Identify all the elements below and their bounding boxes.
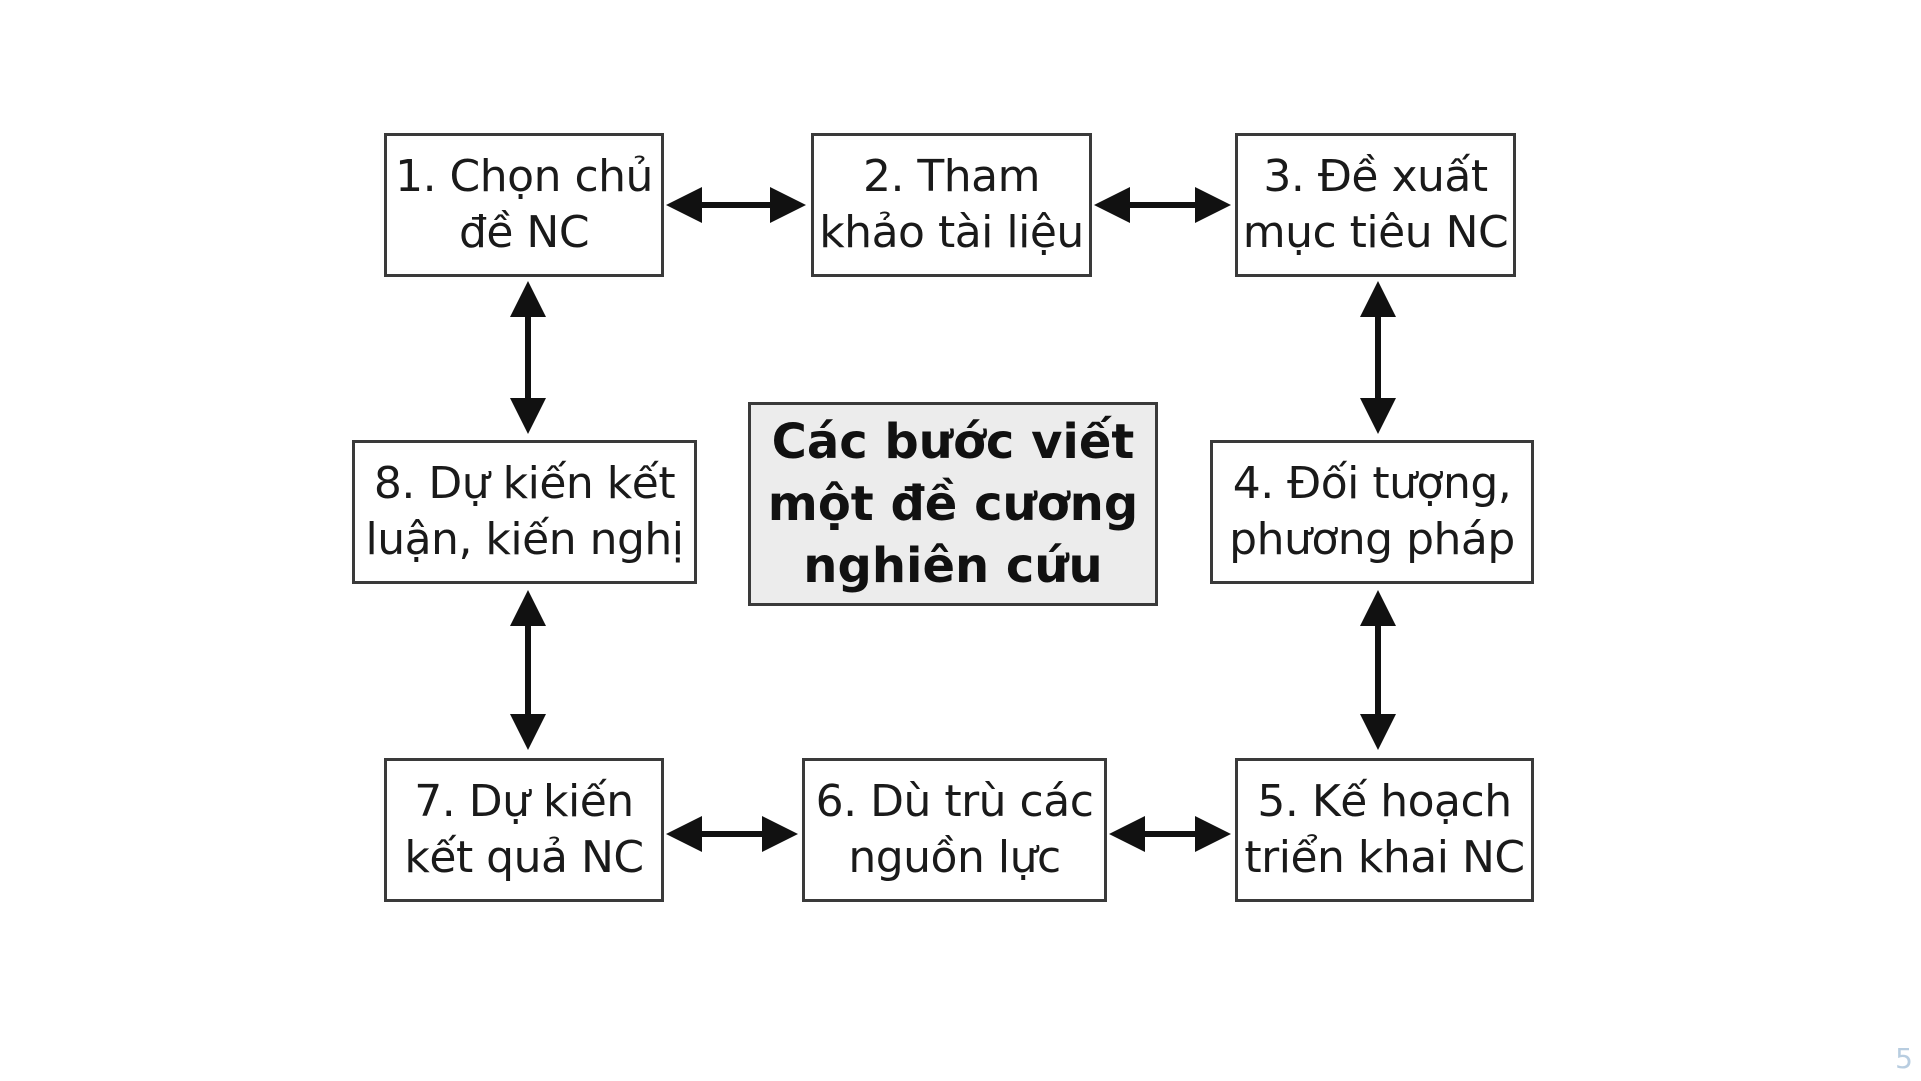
slide-number: 5: [1895, 1042, 1913, 1075]
